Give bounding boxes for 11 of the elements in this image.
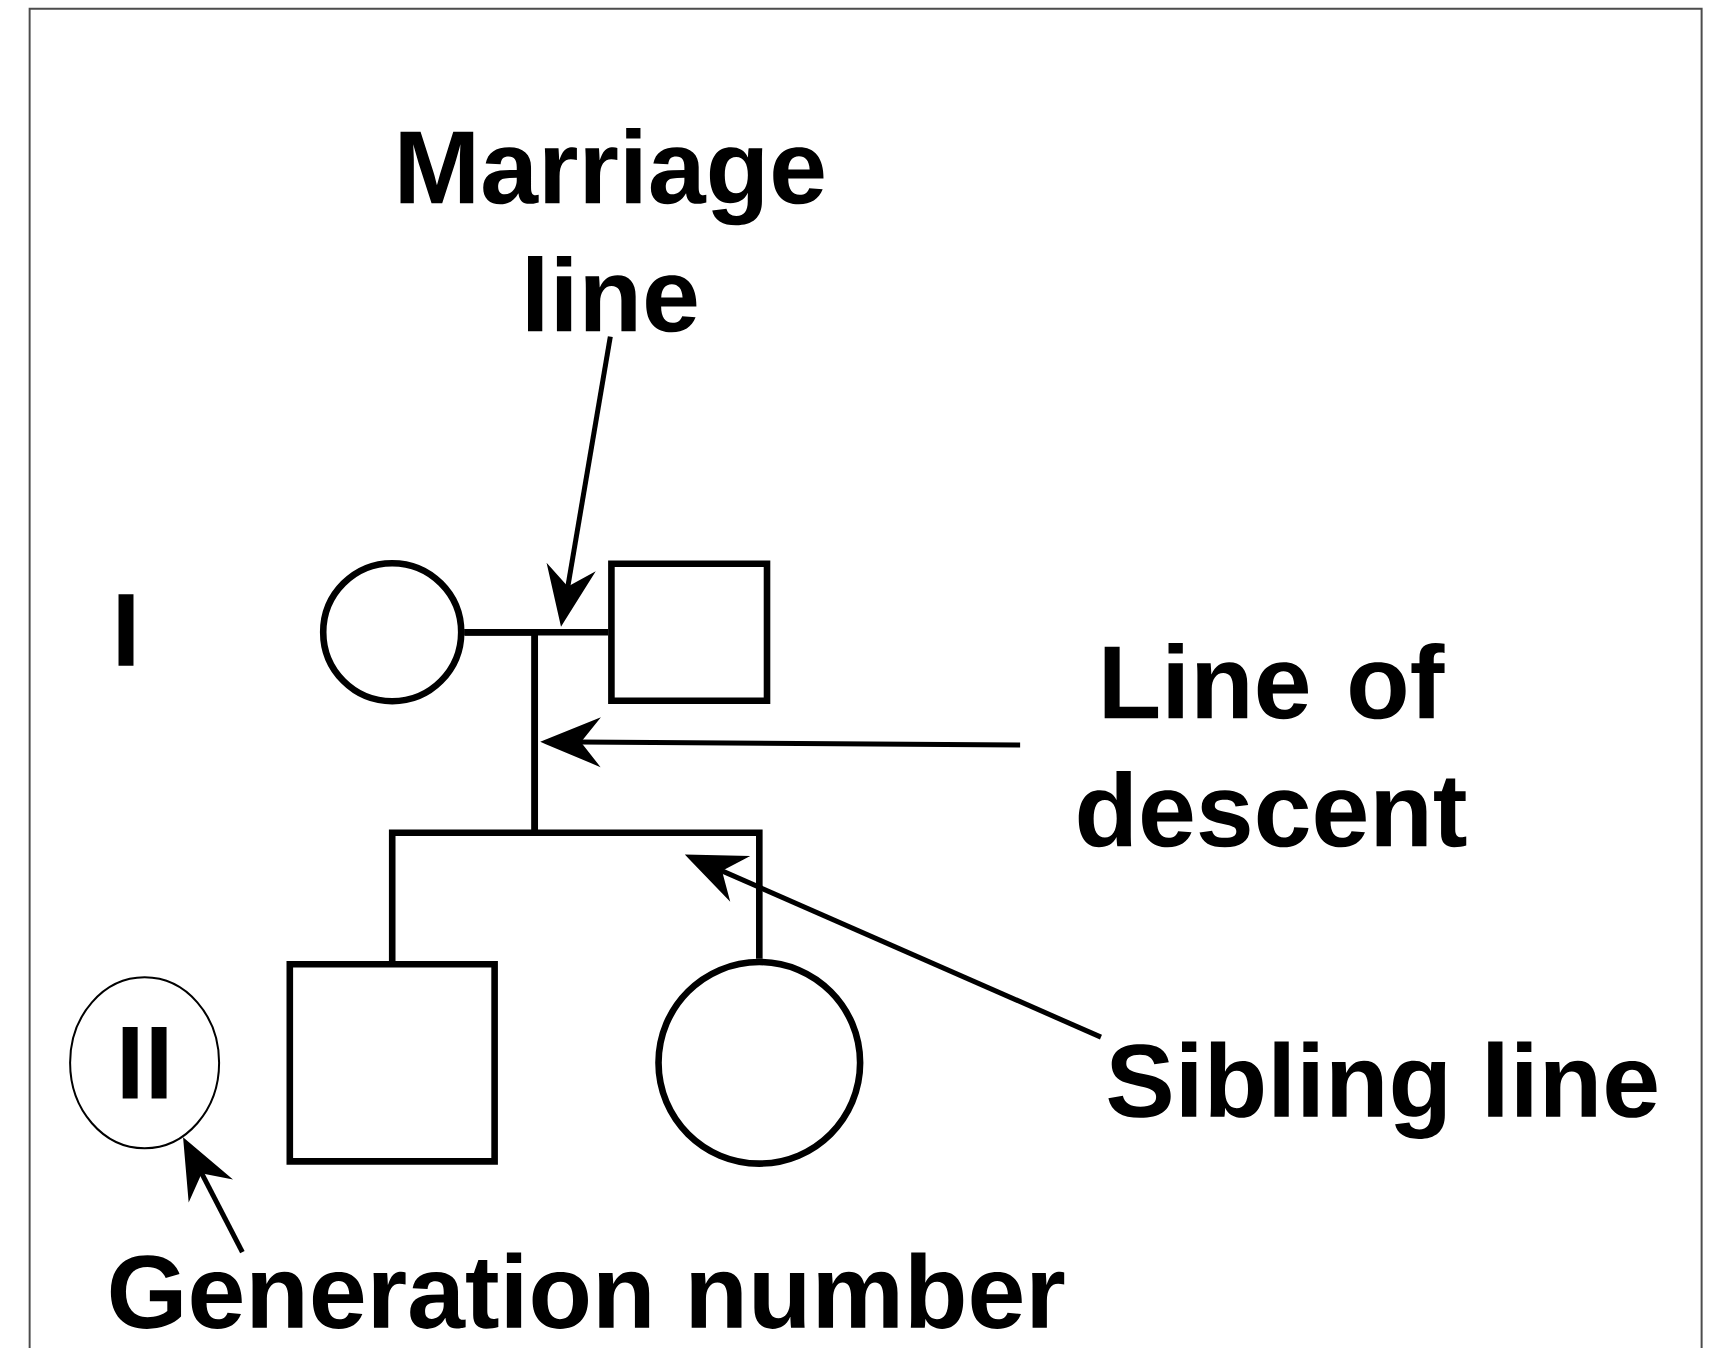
descent-line <box>464 628 763 959</box>
male-symbol <box>608 560 771 704</box>
generation-number: I <box>118 594 134 666</box>
female-symbol <box>655 958 864 1167</box>
female-symbol <box>319 559 465 705</box>
callout-text: Line of descent <box>1078 642 1467 848</box>
callout-text: Generation number <box>110 1252 1065 1329</box>
generation-number: II <box>69 976 221 1150</box>
male-symbol <box>286 960 498 1165</box>
callout-text: Sibling line <box>1108 1041 1657 1139</box>
callout-text: Marriage line <box>400 127 824 333</box>
